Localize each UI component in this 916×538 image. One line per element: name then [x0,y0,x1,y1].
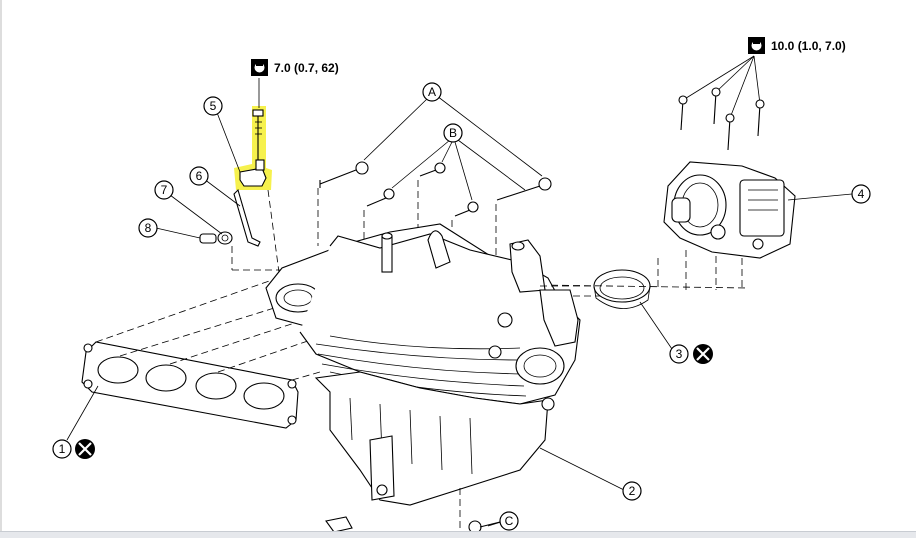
svg-text:7: 7 [161,183,168,197]
svg-text:B: B [449,126,457,140]
callout-2: 2 [622,481,642,501]
do-not-reuse-icon [75,439,95,459]
callout-8: 8 [138,218,158,238]
throttle-bolts [678,87,765,151]
hose-fitting-part [199,233,217,244]
svg-text:3: 3 [676,347,683,361]
manifold-bolts [319,161,552,217]
svg-text:2: 2 [629,484,636,498]
throttle-body [663,161,796,259]
torque-spec-sensor: 7.0 (0.7, 62) [251,59,339,76]
manifold-gasket [81,341,299,429]
leaders-a-b [363,95,543,201]
bottom-bolt [325,488,501,534]
callout-4: 4 [851,184,871,204]
sensor-assembly [239,109,267,187]
pin-part [233,188,261,247]
callout-6: 6 [189,166,209,186]
alignment-lines-throttle [539,250,749,297]
callout-3: 3 [669,344,689,364]
svg-text:8: 8 [145,221,152,235]
svg-text:6: 6 [196,169,203,183]
torque-wrench-icon [748,37,765,54]
torque-value-throttle: 10.0 (1.0, 7.0) [771,39,846,53]
callout-a: A [422,82,442,102]
viewer-bottom-bar [0,531,916,538]
svg-text:1: 1 [59,442,66,456]
callout-7: 7 [154,180,174,200]
callout-1: 1 [52,439,72,459]
torque-leader-lines [682,55,761,119]
svg-text:A: A [428,85,436,99]
intake-manifold [265,223,581,506]
callout-5: 5 [203,96,223,116]
torque-value-sensor: 7.0 (0.7, 62) [274,61,339,75]
intake-gasket-ring [593,269,651,309]
clip-part [217,231,233,245]
torque-spec-throttle: 10.0 (1.0, 7.0) [748,37,846,54]
callout-b: B [443,123,463,143]
svg-text:5: 5 [210,99,217,113]
torque-wrench-icon [251,59,268,76]
svg-text:C: C [505,514,514,528]
do-not-reuse-icon [693,344,713,364]
svg-text:4: 4 [858,187,865,201]
callout-c: C [499,511,519,531]
